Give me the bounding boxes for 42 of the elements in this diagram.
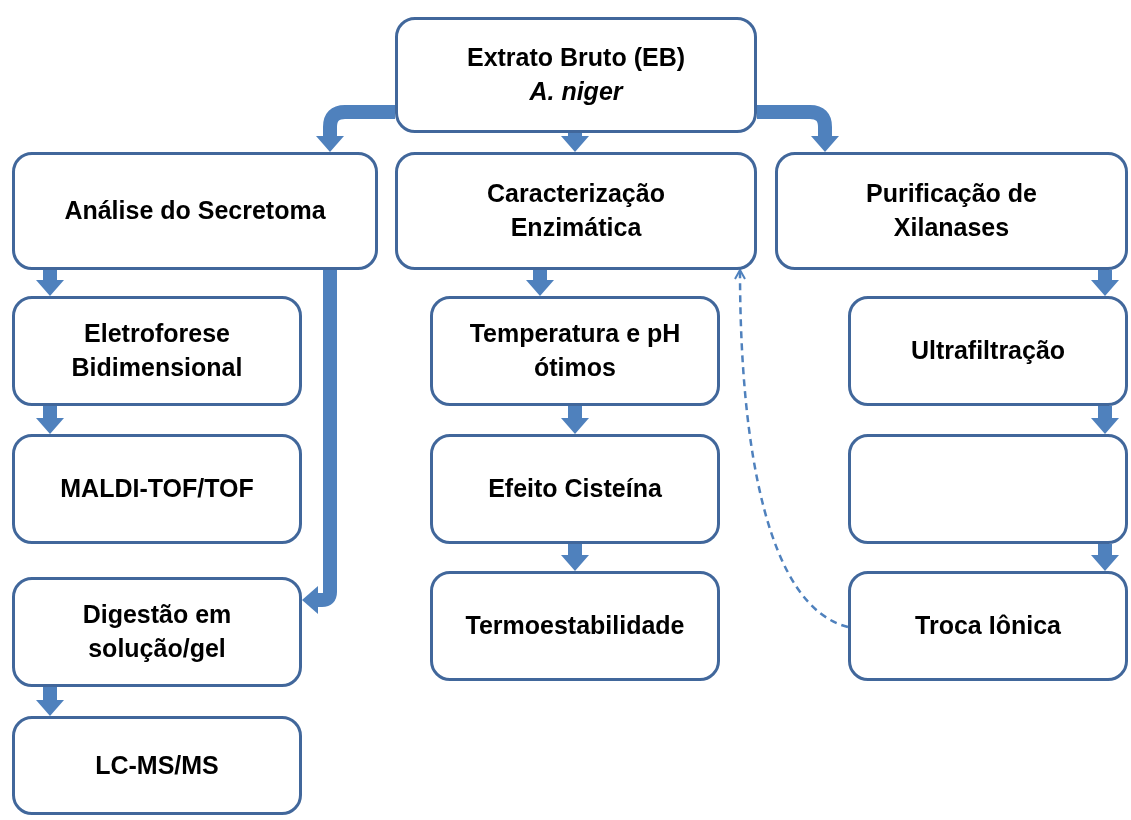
step-box	[848, 296, 1128, 406]
node-label: MALDI-TOF/TOF	[60, 473, 254, 505]
step-box	[848, 571, 1128, 681]
block-arrow	[302, 270, 337, 614]
branch-box	[395, 152, 757, 270]
step-box	[430, 434, 720, 544]
node-label: Extrato Bruto (EB)	[466, 42, 686, 74]
block-arrow	[1091, 270, 1119, 296]
branch-box	[12, 152, 378, 270]
node-label: Digestão em solução/gel	[81, 599, 233, 664]
block-arrow	[561, 544, 589, 571]
source-box	[395, 17, 757, 133]
block-arrow	[561, 133, 589, 152]
step-box	[12, 716, 302, 815]
dashed-arrow	[734, 269, 849, 629]
step-box	[12, 296, 302, 406]
step-box	[430, 296, 720, 406]
step-box	[12, 434, 302, 544]
empty-step-box	[848, 434, 1128, 544]
block-arrow	[316, 105, 395, 152]
node-label: Purificação de Xilanases	[865, 178, 1038, 243]
branch-box	[775, 152, 1128, 270]
node-label: Caracterização Enzimática	[486, 178, 666, 243]
block-arrow	[757, 105, 839, 152]
block-arrow	[36, 687, 64, 716]
node-label: LC-MS/MS	[95, 749, 219, 781]
block-arrow	[526, 270, 554, 296]
node-label: Análise do Secretoma	[64, 195, 326, 227]
node-label: Efeito Cisteína	[488, 473, 662, 505]
block-arrow	[36, 270, 64, 296]
block-arrow	[36, 406, 64, 434]
block-arrow	[561, 406, 589, 434]
species-name: A. niger	[529, 76, 623, 107]
node-label: Troca Iônica	[915, 610, 1061, 642]
node-label: Eletroforese Bidimensional	[70, 318, 244, 383]
block-arrow	[1091, 406, 1119, 434]
node-label: Temperatura e pH ótimos	[468, 318, 682, 383]
node-label: Ultrafiltração	[910, 335, 1066, 367]
node-label: Termoestabilidade	[465, 610, 685, 642]
block-arrow	[1091, 544, 1119, 571]
step-box	[430, 571, 720, 681]
step-box	[12, 577, 302, 687]
